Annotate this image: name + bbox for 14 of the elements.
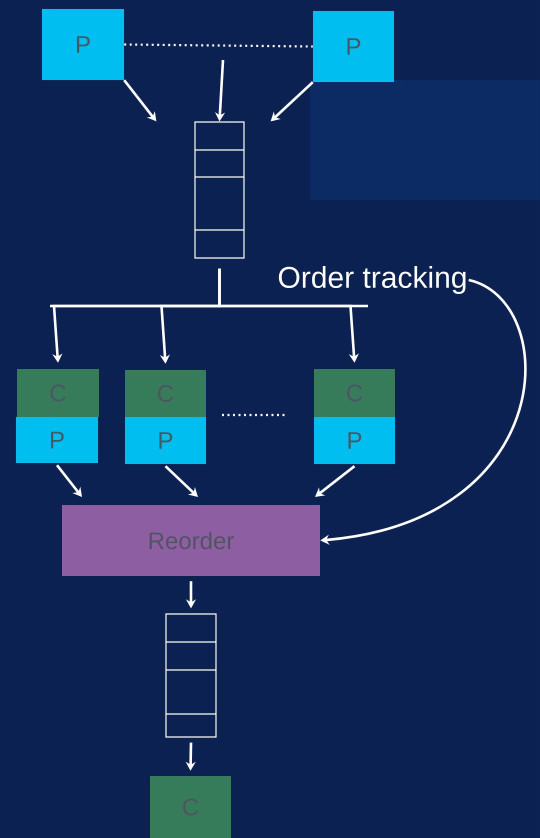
arrow <box>56 464 82 497</box>
text-label: Order tracking <box>278 266 466 294</box>
reorder-box: Reorder <box>62 505 320 576</box>
producer-box: P <box>314 417 395 464</box>
arrow <box>164 465 198 497</box>
arrow <box>270 81 314 122</box>
dotted-line <box>124 43 313 48</box>
arrow <box>315 465 356 497</box>
queue-drawing <box>194 121 245 259</box>
producer-box: P <box>313 11 394 82</box>
producer-box: P <box>125 417 206 464</box>
producer-box: P <box>16 417 98 463</box>
producer-box: P <box>42 9 124 80</box>
queue-drawing <box>165 613 217 738</box>
